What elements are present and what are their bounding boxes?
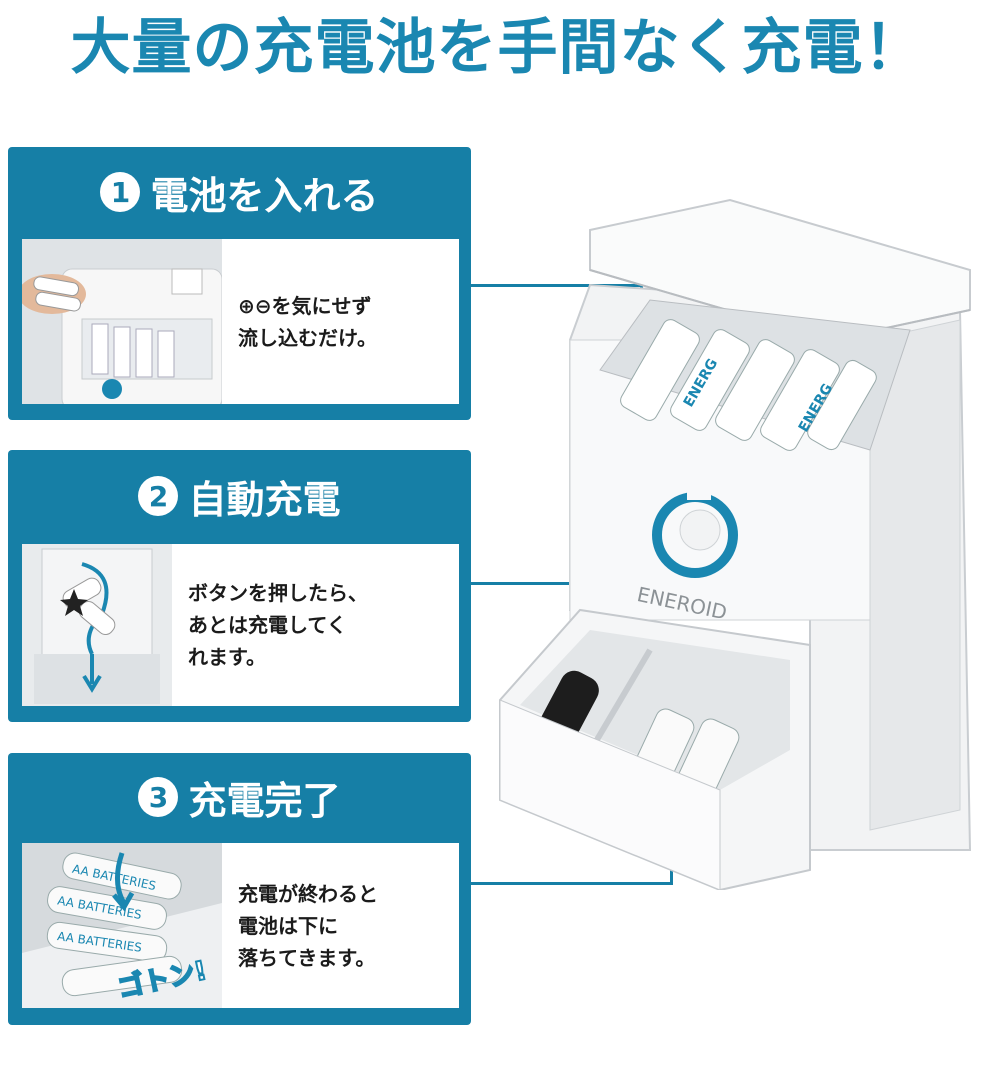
device-illustration: ENERG ENERG ENEROID: [499, 198, 972, 890]
step-3-body: AA BATTERIES AA BATTERIES AA BATTERIES ゴ…: [22, 843, 459, 1008]
step-1-description: ⊕⊖を気にせず 流し込むだけ。: [238, 293, 377, 350]
step-1-body: ⊕⊖を気にせず 流し込むだけ。: [22, 239, 459, 404]
connector-line-3: [471, 882, 671, 885]
step-1-panel: 1 電池を入れる ⊕⊖を気にせず 流し込むだけ。: [8, 147, 471, 420]
step-3-title-row: 3 充電完了: [8, 753, 471, 841]
step-2-title-row: 2 自動充電: [8, 450, 471, 542]
step-3-title: 充電完了: [188, 778, 341, 823]
step-2-number: 2: [138, 476, 179, 516]
step-1-title: 電池を入れる: [150, 173, 379, 218]
step-1-photo: [22, 239, 222, 404]
connector-line-1: [471, 284, 641, 287]
step-2-description: ボタンを押したら、 あとは充電してく れます。: [188, 581, 368, 669]
step-3-panel: 3 充電完了 AA BATTERIES AA BATTERIES AA BATT…: [8, 753, 471, 1025]
step-2-title: 自動充電: [188, 477, 341, 522]
step-1-title-row: 1 電池を入れる: [8, 147, 471, 237]
headline: 大量の充電池を手間なく充電！: [70, 13, 925, 83]
step-2-photo: [22, 544, 172, 706]
step-1-number: 1: [100, 172, 141, 212]
step-2-panel: 2 自動充電 ボタンを押したら、 あとは充電してく れます。: [8, 450, 471, 722]
step-2-body: ボタンを押したら、 あとは充電してく れます。: [22, 544, 459, 706]
step-3-number: 3: [138, 777, 179, 817]
step-3-description: 充電が終わると 電池は下に 落ちてきます。: [238, 881, 378, 970]
step-3-photo: AA BATTERIES AA BATTERIES AA BATTERIES ゴ…: [22, 843, 222, 1008]
